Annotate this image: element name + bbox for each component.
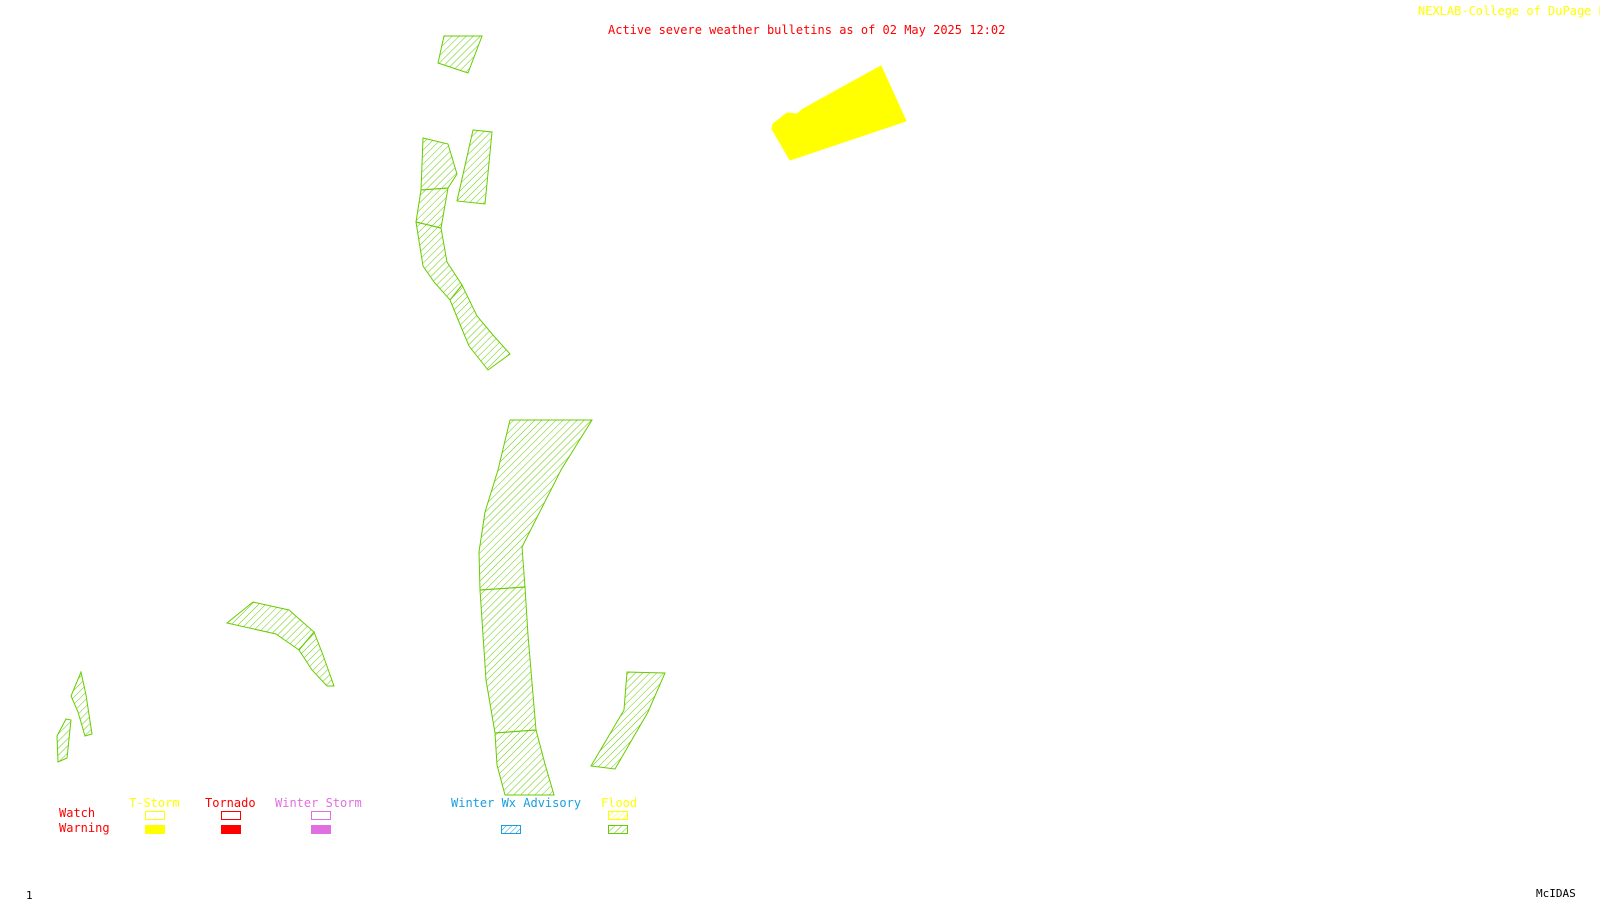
bulletin-title: Active severe weather bulletins as of 02… [608,23,1006,37]
flood-warning-polygon [478,419,593,591]
flood-warning-polygon [479,586,537,734]
tstorm-watch-swatch [145,811,165,820]
tstorm-warning-polygon [771,65,907,161]
tornado-watch-swatch [221,811,241,820]
flood-warning-polygon [420,137,458,191]
legend-label-winter-storm: Winter Storm [275,796,362,810]
flood-warning-swatch [608,825,628,834]
legend-row-watch: Watch [59,806,96,820]
flood-warning-polygon [225,601,315,651]
flood-warning-polygon [590,671,666,770]
legend-label-tornado: Tornado [205,796,256,810]
tstorm-warning-swatch [145,825,165,834]
flood-watch-swatch [608,811,628,820]
tornado-warning-swatch [221,825,241,834]
winter-storm-watch-swatch [311,811,331,820]
flood-warning-polygon [437,35,483,74]
winter-wx-advisory-swatch [501,825,521,834]
flood-warning-polygon [415,221,463,301]
software-label: McIDAS [1536,887,1576,900]
credit-text: NEXLAB-College of DuPage R [1418,4,1600,18]
legend-label-winter-wx-advisory: Winter Wx Advisory [451,796,582,810]
flood-warning-polygon [70,670,93,737]
flood-warning-polygon [56,718,72,763]
flood-warning-polygon [298,631,335,687]
legend-label-tstorm: T-Storm [129,796,180,810]
legend-row-warning: Warning [59,821,110,835]
flood-warning-polygon [494,729,555,796]
flood-warning-polygon [415,187,449,229]
winter-storm-warning-swatch [311,825,331,834]
tstorm-warning-polygons [771,65,907,161]
frame-number: 1 [26,889,33,900]
legend-label-flood: Flood [601,796,638,810]
flood-warning-polygons [56,35,666,796]
flood-warning-polygon [449,284,511,371]
flood-warning-polygon [456,129,493,205]
